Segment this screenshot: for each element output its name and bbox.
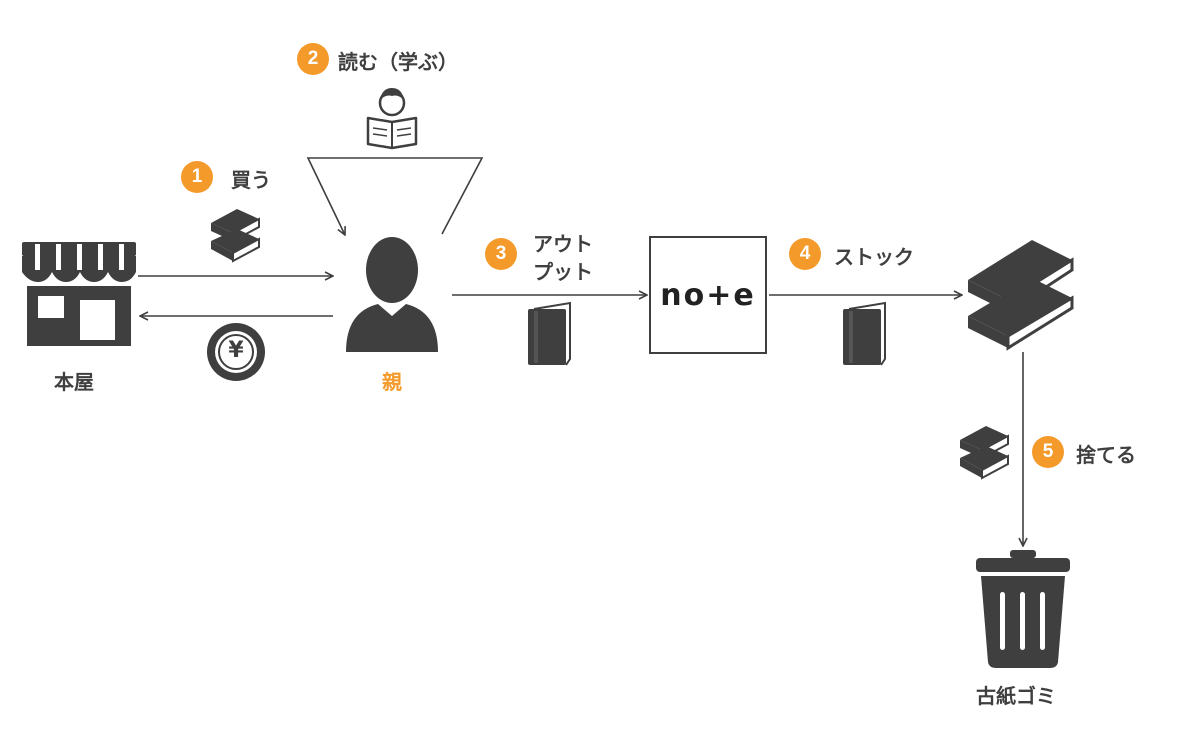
step-1-badge: 1 (181, 161, 213, 193)
step-1-label: 買う (231, 168, 271, 192)
step-2-badge: 2 (297, 43, 329, 75)
book-icon (528, 301, 571, 366)
book-stack-icon (968, 240, 1074, 351)
reading-person-icon (366, 88, 418, 150)
step-5-label: 捨てる (1076, 443, 1136, 467)
trash-label: 古紙ゴミ (976, 684, 1056, 708)
step-4-label: ストック (834, 245, 914, 269)
store-icon (22, 242, 136, 346)
trash-can-icon (976, 550, 1070, 668)
book-icon (843, 301, 886, 366)
yen-symbol: ¥ (228, 338, 244, 363)
note-logo: no+e (649, 236, 767, 354)
step-3-label-line1: アウト (533, 232, 593, 256)
books-pair-icon (960, 426, 1009, 480)
bookstore-label: 本屋 (54, 370, 94, 394)
parent-label: 親 (382, 370, 402, 394)
yen-coin-icon (207, 323, 265, 381)
note-logo-text: no+e (660, 277, 756, 313)
step-5-badge: 5 (1032, 436, 1064, 468)
arrow-read-loop (306, 157, 484, 235)
step-3-label-line2: プット (533, 260, 593, 284)
step-3-badge: 3 (485, 238, 517, 270)
step-2-label: 読む（学ぶ） (338, 50, 458, 74)
books-pair-icon (211, 209, 260, 263)
step-4-badge: 4 (789, 238, 821, 270)
person-icon (346, 237, 438, 352)
